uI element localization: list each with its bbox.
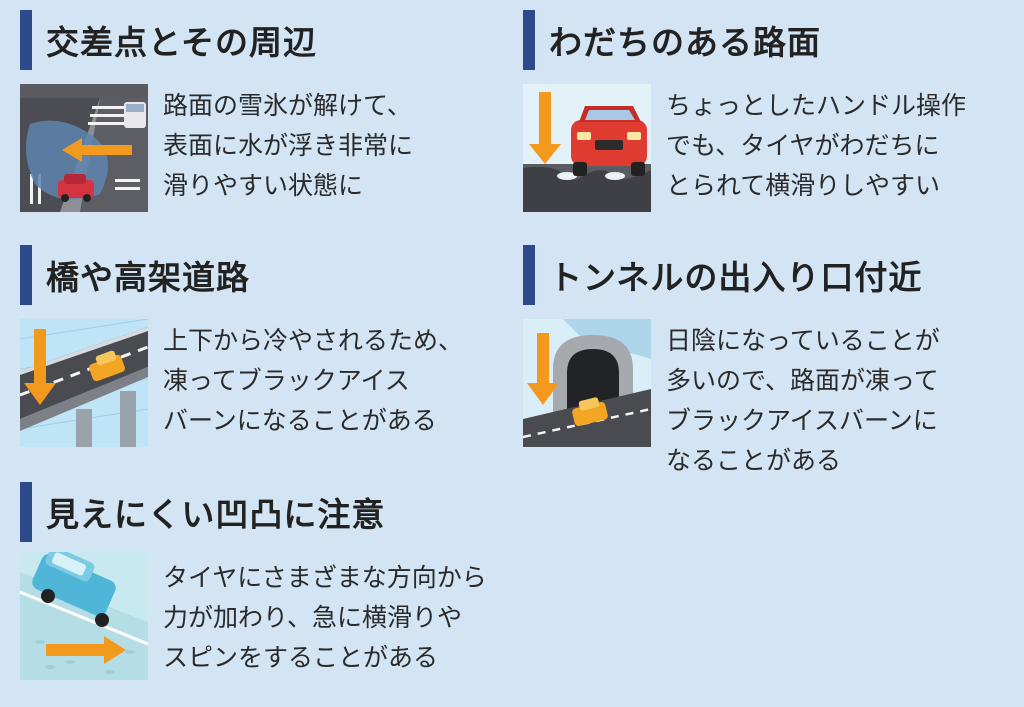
description-line: スピンをすることがある <box>163 643 439 672</box>
description-line: ちょっとしたハンドル操作 <box>666 91 967 120</box>
section-heading: 見えにくい凹凸に注意 <box>20 482 385 542</box>
description-line: バーンになることがある <box>163 406 437 435</box>
section-title: トンネルの出入り口付近 <box>549 258 923 297</box>
description-line: でも、タイヤがわだちに <box>666 131 940 160</box>
description-line: 路面の雪氷が解けて、 <box>163 91 412 120</box>
section-heading: トンネルの出入り口付近 <box>523 245 922 305</box>
section-tunnel: トンネルの出入り口付近 日陰になっていることが 多いので、路面が凍って ブラック… <box>523 245 1018 495</box>
description-line: 凍ってブラックアイス <box>163 366 410 395</box>
intersection-icon <box>20 84 148 212</box>
description-line: とられて横滑りしやすい <box>666 171 941 200</box>
section-title: 見えにくい凹凸に注意 <box>46 495 386 534</box>
description-line: 日陰になっていることが <box>666 326 940 355</box>
description-line: 滑りやすい状態に <box>163 171 364 200</box>
section-heading: 橋や高架道路 <box>20 245 250 305</box>
description-line: 上下から冷やされるため、 <box>163 326 464 355</box>
description-line: 力が加わり、急に横滑りや <box>163 603 463 632</box>
heading-accent-bar <box>20 482 32 542</box>
heading-accent-bar <box>523 245 535 305</box>
tunnel-icon <box>523 319 651 447</box>
section-intersection: 交差点とその周辺 <box>20 10 500 220</box>
section-title: 橋や高架道路 <box>46 258 250 297</box>
description-line: ブラックアイスバーンに <box>666 406 938 435</box>
section-heading: わだちのある路面 <box>523 10 821 70</box>
description-line: 表面に水が浮き非常に <box>163 131 414 160</box>
section-description: 日陰になっていることが 多いので、路面が凍って ブラックアイスバーンに なること… <box>666 321 940 481</box>
section-title: 交差点とその周辺 <box>46 23 318 62</box>
elevated-road-icon <box>20 319 148 447</box>
rutted-road-icon <box>523 84 651 212</box>
section-uneven-road: 見えにくい凹凸に注意 タイヤにさまざまな方向から 力が加わり、急に横滑りや スピ… <box>20 482 520 692</box>
section-description: ちょっとしたハンドル操作 でも、タイヤがわだちに とられて横滑りしやすい <box>666 86 966 206</box>
description-line: タイヤにさまざまな方向から <box>163 563 487 592</box>
description-line: 多いので、路面が凍って <box>666 366 939 395</box>
section-heading: 交差点とその周辺 <box>20 10 317 70</box>
heading-accent-bar <box>20 10 32 70</box>
section-description: 路面の雪氷が解けて、 表面に水が浮き非常に 滑りやすい状態に <box>163 86 413 206</box>
uneven-road-icon <box>20 552 148 680</box>
heading-accent-bar <box>523 10 535 70</box>
description-line: なることがある <box>666 446 842 475</box>
heading-accent-bar <box>20 245 32 305</box>
section-description: 上下から冷やされるため、 凍ってブラックアイス バーンになることがある <box>163 321 463 441</box>
section-elevated-road: 橋や高架道路 上下から冷やされるため、 凍ってブラックアイス バーンになることが… <box>20 245 500 455</box>
section-title: わだちのある路面 <box>549 23 821 62</box>
section-description: タイヤにさまざまな方向から 力が加わり、急に横滑りや スピンをすることがある <box>163 558 487 678</box>
section-rutted-road: わだちのある路面 ちょっとしたハンドル操作 でも、タイヤがわだちに とられて横滑… <box>523 10 1018 220</box>
